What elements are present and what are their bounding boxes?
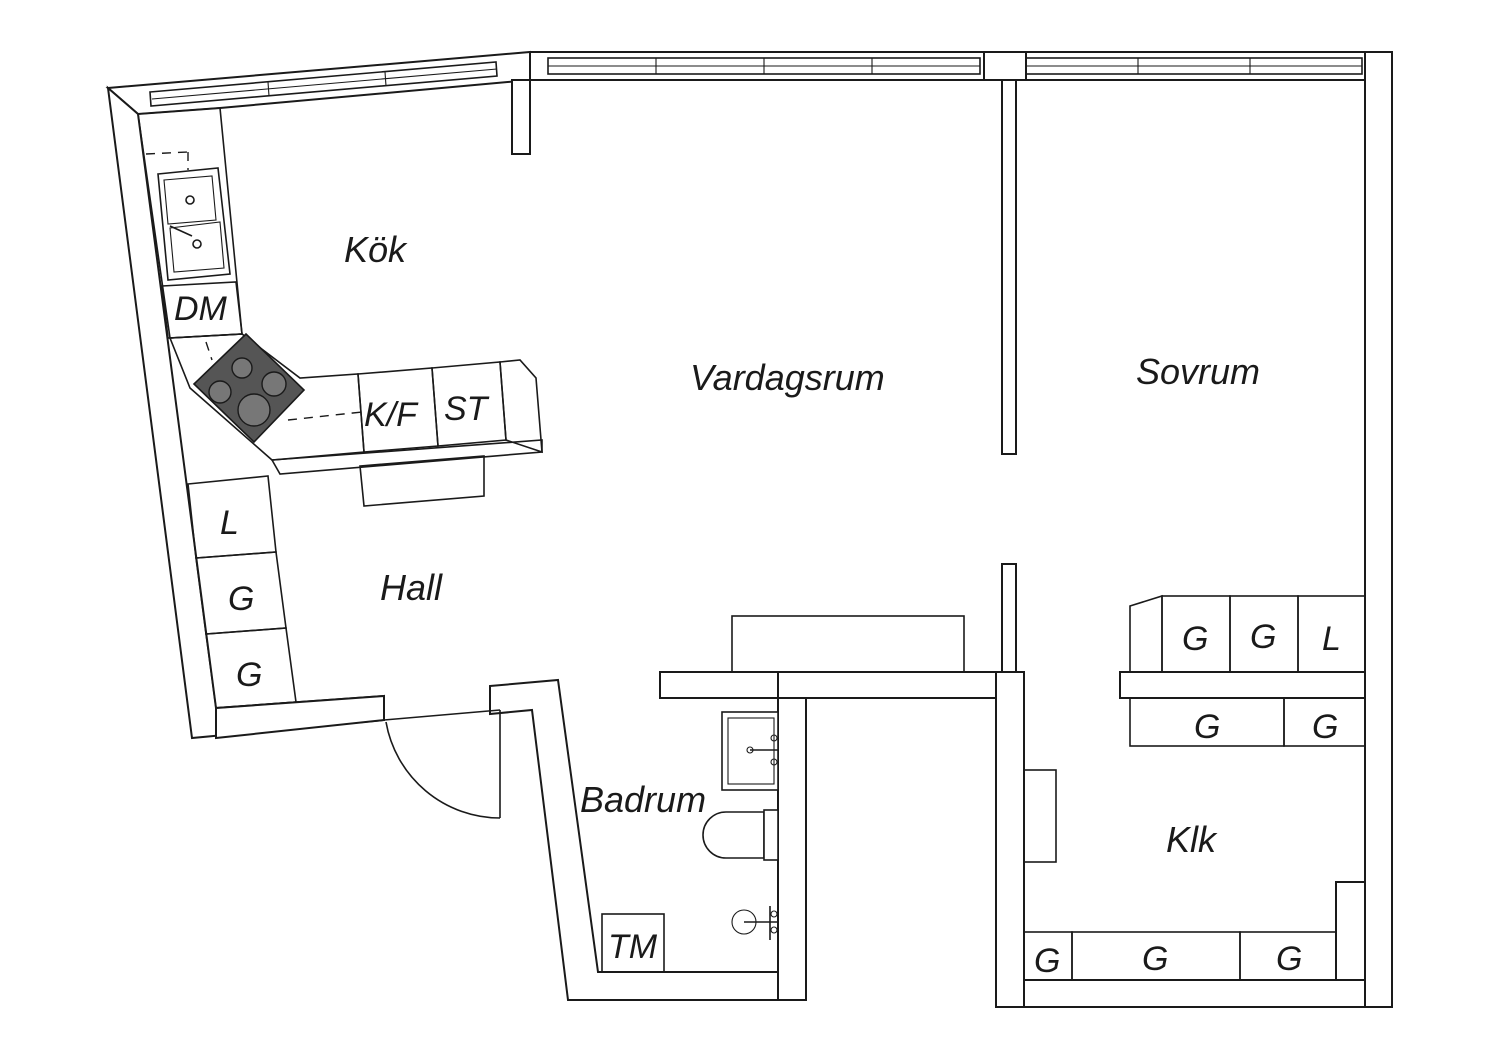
dishwasher-label: DM	[174, 290, 228, 328]
shower-icon	[731, 906, 778, 940]
closet-upper-g2-box	[1283, 697, 1366, 747]
hall-wardrobe-g1-label: G	[228, 580, 254, 618]
stove-icon	[192, 332, 306, 444]
washing-machine-label: TM	[608, 928, 658, 966]
sink-icon	[157, 167, 231, 281]
top-wall-pillar	[983, 51, 1027, 81]
right-wall	[1364, 51, 1393, 1008]
kitchen-bar	[359, 455, 485, 507]
entry-door[interactable]	[383, 709, 501, 819]
room-label-walk-in-closet: Klk	[1166, 819, 1218, 860]
kitchen-counter-end	[499, 359, 543, 454]
hall-wardrobe-g2-label: G	[236, 656, 262, 694]
closet-upper-g1-label: G	[1194, 708, 1220, 746]
kitchen-island-edge	[270, 439, 543, 475]
closet-upper-g2-label: G	[1312, 708, 1338, 746]
hall-wardrobes: L G G	[187, 475, 297, 709]
hall-wardrobe-g2-box	[205, 627, 297, 709]
closet-bottom-g3-label: G	[1276, 940, 1302, 978]
closet-bottom-wall	[995, 979, 1366, 1008]
room-label-kitchen: Kök	[344, 229, 408, 270]
bathroom-right-wall	[777, 697, 807, 1001]
cabinet-label: ST	[444, 390, 490, 428]
closet-bottom-g3-box	[1239, 931, 1337, 981]
room-label-bathroom: Badrum	[580, 779, 706, 820]
outer-walls	[105, 50, 1393, 1008]
interior-walls	[511, 51, 1366, 1008]
room-labels: Kök Vardagsrum Sovrum Hall Badrum Klk	[344, 229, 1260, 860]
bathroom-fixtures: TM	[601, 711, 779, 973]
bedroom-closet-wall	[1119, 671, 1366, 699]
washbasin-icon	[721, 711, 779, 791]
room-label-hall: Hall	[380, 567, 443, 608]
living-bedroom-wall-upper	[1001, 79, 1017, 455]
kitchen: DM K/F ST	[137, 107, 543, 507]
hall-bottom-wall	[215, 694, 385, 740]
bedroom-wardrobe-g2-label: G	[1250, 618, 1276, 656]
bedroom-wardrobe-l-label: L	[1322, 620, 1341, 658]
living-room-sideboard	[731, 615, 965, 673]
room-label-bedroom: Sovrum	[1136, 351, 1260, 392]
closet-fixtures: G G G G G	[1023, 697, 1366, 981]
bedroom-wardrobe-end	[1129, 594, 1163, 673]
window-bedroom	[1025, 57, 1363, 75]
closet-left-wall	[995, 671, 1025, 1008]
closet-shelf	[1023, 769, 1057, 863]
closet-bottom-g1-label: G	[1034, 942, 1060, 980]
window-living-room	[547, 57, 981, 75]
windows	[149, 57, 1363, 107]
washing-machine-box	[601, 913, 665, 973]
toilet-icon	[702, 809, 779, 861]
living-bedroom-wall-lower	[1001, 563, 1017, 673]
bathroom-top-wall	[777, 671, 1001, 699]
fridge-freezer-label: K/F	[364, 396, 419, 434]
kitchen-divider-stub	[511, 79, 531, 155]
closet-bottom-g2-label: G	[1142, 940, 1168, 978]
bedroom-wardrobes: G G L	[1129, 594, 1366, 673]
window-kitchen	[149, 61, 498, 107]
hall-wardrobe-l-label: L	[220, 504, 239, 542]
closet-notch	[1335, 881, 1366, 981]
bedroom-wardrobe-l-box	[1297, 595, 1366, 673]
room-label-living-room: Vardagsrum	[690, 357, 885, 398]
bedroom-wardrobe-g1-label: G	[1182, 620, 1208, 658]
